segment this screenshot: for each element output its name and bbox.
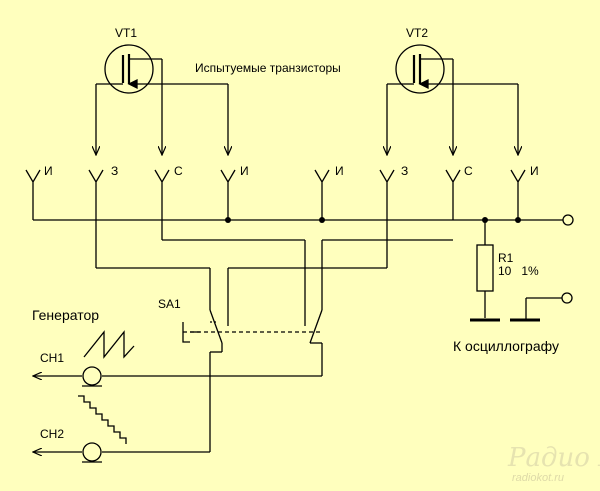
socket-label: И [530,164,539,178]
bus-terminal [562,214,574,226]
socket-label: И [240,164,249,178]
scope-terminal [561,292,573,304]
watermark-title: Радио КОТ [507,443,600,473]
watermark: Радио КОТ radiokot.ru [507,443,600,484]
ch1-label: CH1 [40,351,64,365]
r1-resistor [470,220,500,322]
ch2-label: CH2 [40,427,64,441]
sa1-switch [182,309,323,353]
r1-value: 10 1% [498,264,539,278]
vt2-transistor [395,44,454,94]
r1-label: R1 [498,251,514,265]
sa1-label: SA1 [158,297,181,311]
staircase-wave-icon [78,395,127,444]
oscilloscope-label: К осциллографу [453,338,559,354]
socket-label: З [111,164,118,178]
vt2-label: VT2 [406,26,428,40]
socket-label: С [174,164,183,178]
generator-label: Генератор [32,307,99,323]
vt1-label: VT1 [115,26,137,40]
sawtooth-wave-icon [83,330,135,359]
vt1-transistor [104,44,163,94]
watermark-url: radiokot.ru [512,472,564,484]
socket-label: З [401,164,408,178]
tested-transistors-label: Испытуемые транзисторы [195,61,341,75]
socket-label: И [335,164,344,178]
socket-label: И [44,164,53,178]
socket-label: С [464,164,473,178]
socket-row [25,169,526,268]
